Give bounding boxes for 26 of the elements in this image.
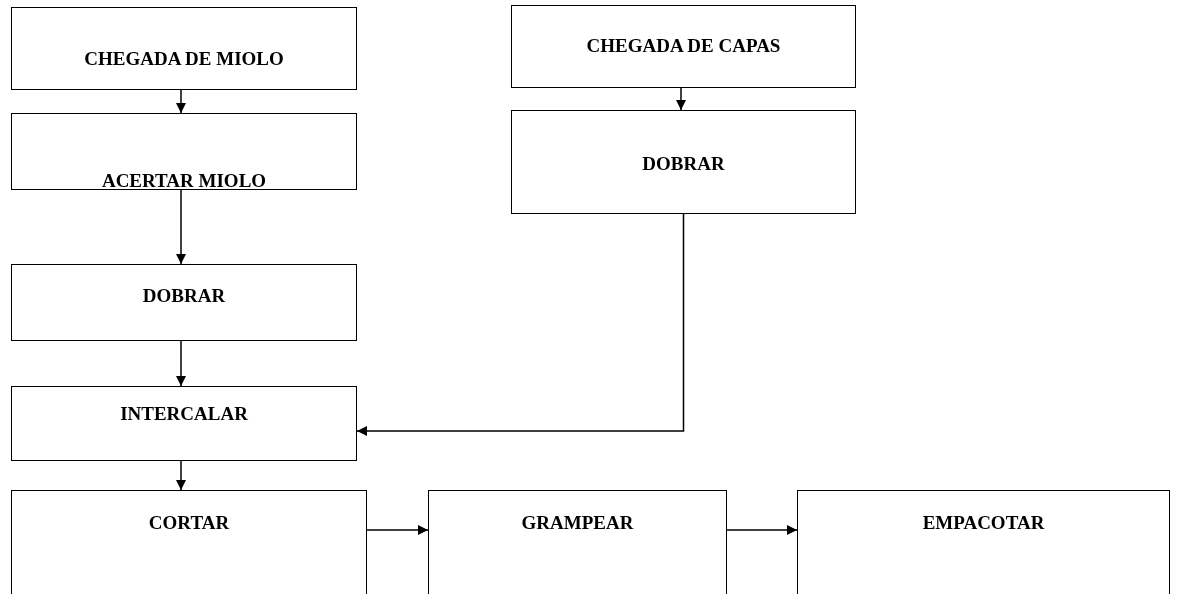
step-label: GRAMPEAR xyxy=(520,512,635,534)
process-box xyxy=(428,490,727,594)
step-label: CHEGADA DE MIOLO xyxy=(83,48,285,70)
step-label: CHEGADA DE CAPAS xyxy=(585,35,782,57)
process-box xyxy=(11,386,357,461)
step-label: EMPACOTAR xyxy=(921,512,1046,534)
step-label: CORTAR xyxy=(147,512,231,534)
process-box xyxy=(797,490,1170,594)
process-box xyxy=(11,113,357,190)
process-box xyxy=(511,5,856,88)
arrow xyxy=(176,189,186,265)
process-box xyxy=(11,490,367,594)
step-label: ACERTAR MIOLO xyxy=(100,170,268,192)
arrow xyxy=(366,525,429,535)
step-label: DOBRAR xyxy=(141,285,227,307)
step-label: DOBRAR xyxy=(641,153,726,175)
arrow xyxy=(356,213,685,436)
arrow xyxy=(176,89,186,114)
arrow xyxy=(726,525,798,535)
step-label: INTERCALAR xyxy=(119,403,249,425)
arrow xyxy=(176,460,186,491)
process-box xyxy=(511,110,856,214)
process-box xyxy=(11,7,357,90)
arrow xyxy=(176,340,186,387)
process-box xyxy=(11,264,357,341)
arrow xyxy=(676,87,686,111)
